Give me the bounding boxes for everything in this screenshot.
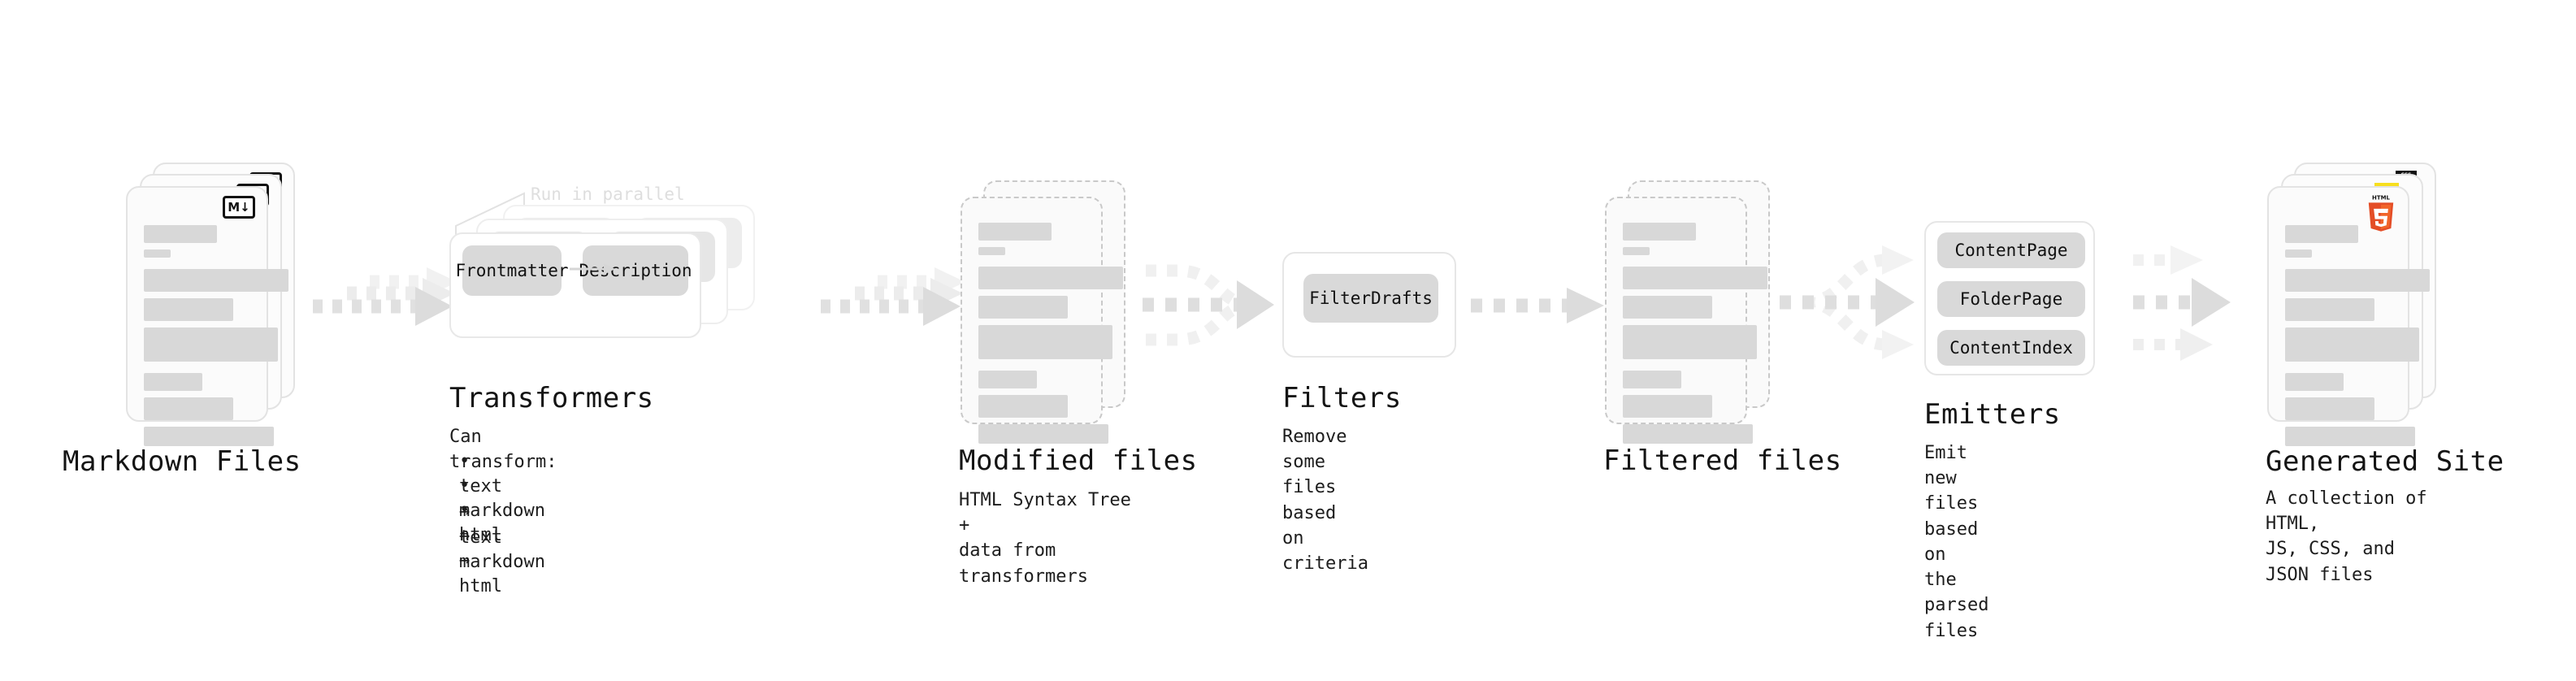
filters-desc: Remove some files based on criteria [1282,427,1368,575]
chip-arrow-front [570,263,615,275]
site-card-front: HTML [2267,186,2430,446]
modified-card-front [961,197,1123,444]
stage-filtered-files: Filtered files [1603,180,1841,477]
stage-generated-site: CSS HTML Generated [2266,163,2504,585]
arrow-layer-front [821,287,961,326]
markdown-card-front: M↓ [126,186,288,446]
stage-label-filters: Filters [1282,382,1402,414]
arrow-filters-to-filtered [1471,288,1604,323]
skeleton-line [144,269,288,292]
transformers-bullet-1: • markdown → markdown [459,475,545,572]
site-card-skeleton [2285,225,2430,453]
chip-folderpage[interactable]: FolderPage [1937,281,2085,317]
stage-markdown-files: M↓ M↓ M↓ Markdown Files [63,163,301,478]
arrow-branch-top [2133,245,2203,275]
stage-label-markdown-files: Markdown Files [63,445,301,478]
arrow-branch-middle [2133,278,2231,327]
skeleton-line [978,395,1068,418]
arrow-emitters-to-site [2133,245,2231,361]
site-card-stack: CSS HTML [2267,163,2442,446]
skeleton-line [144,427,274,446]
stage-label-emitters: Emitters [1924,398,2061,431]
skeleton-line [978,296,1068,319]
skeleton-line [978,371,1037,388]
skeleton-line [144,397,233,420]
svg-text:HTML: HTML [2372,195,2390,202]
skeleton-line [2285,397,2374,420]
skeleton-line [2285,327,2419,362]
skeleton-line [1623,223,1696,241]
skeleton-line [2285,249,2312,258]
skeleton-line [144,327,278,362]
skeleton-line [2285,269,2430,292]
arrow-filtered-to-emitters [1780,245,1915,359]
transformers-bullet-0: • text → text [459,451,502,548]
skeleton-line [2285,298,2374,321]
chip-contentpage[interactable]: ContentPage [1937,232,2085,268]
stage-label-filtered-files: Filtered files [1603,445,1842,477]
skeleton-line [978,223,1052,241]
skeleton-line [1623,371,1681,388]
html5-badge: HTML [2366,194,2396,235]
modified-card-stack [961,180,1131,444]
skeleton-line [1623,325,1757,359]
transformer-layer-front: Frontmatter Description [449,232,701,338]
modified-files-desc: HTML Syntax Tree + data from transformer… [959,490,1131,587]
filtered-card-stack [1605,180,1776,444]
arrow-branch-bottom [2133,328,2213,361]
markdown-card-stack: M↓ M↓ M↓ [126,163,301,446]
emitters-group-box: ContentPage FolderPage ContentIndex [1924,221,2095,375]
markdown-badge-front: M↓ [223,196,255,219]
skeleton-line [1623,395,1712,418]
emitters-desc: Emit new files based on the parsed files [1924,443,1989,641]
filters-group-box: FilterDrafts [1282,252,1456,358]
chip-contentindex[interactable]: ContentIndex [1937,330,2085,366]
skeleton-line [1623,296,1712,319]
skeleton-line [978,325,1112,359]
stage-label-generated-site: Generated Site [2266,445,2504,478]
skeleton-line [978,247,1005,255]
filtered-card-skeleton [1623,223,1767,450]
skeleton-line [978,267,1123,289]
skeleton-line [2285,427,2415,446]
markdown-card-skeleton [144,225,288,453]
skeleton-line [144,225,217,243]
run-in-parallel-label: Run in parallel [531,184,685,204]
filtered-card-front [1605,197,1767,444]
chip-description[interactable]: Description [579,245,692,296]
arrow-transformers-to-modified [821,267,965,326]
skeleton-line [144,249,171,258]
stage-label-transformers: Transformers [449,382,654,414]
arrow-modified-to-filters [1143,264,1274,346]
skeleton-line [144,373,202,391]
skeleton-line [1623,247,1650,255]
chip-frontmatter[interactable]: Frontmatter [455,245,569,296]
arrow-layer-front [313,287,453,326]
skeleton-line [144,298,233,321]
skeleton-line [978,424,1108,444]
transformers-desc: Can transform: [449,427,557,473]
chip-filterdrafts[interactable]: FilterDrafts [1303,274,1438,323]
modified-card-skeleton [978,223,1123,450]
arrow-markdown-to-transformers [313,267,458,326]
transformers-bullet-2: • html → html [459,500,502,596]
html5-badge-icon: HTML [2368,195,2394,232]
skeleton-line [2285,225,2358,243]
stage-modified-files: Modified files HTML Syntax Tree + data f… [959,180,1197,587]
skeleton-line [2285,373,2344,391]
stage-label-modified-files: Modified files [959,445,1198,477]
skeleton-line [1623,424,1753,444]
skeleton-line [1623,267,1767,289]
generated-site-desc: A collection of HTML, JS, CSS, and JSON … [2266,488,2427,585]
